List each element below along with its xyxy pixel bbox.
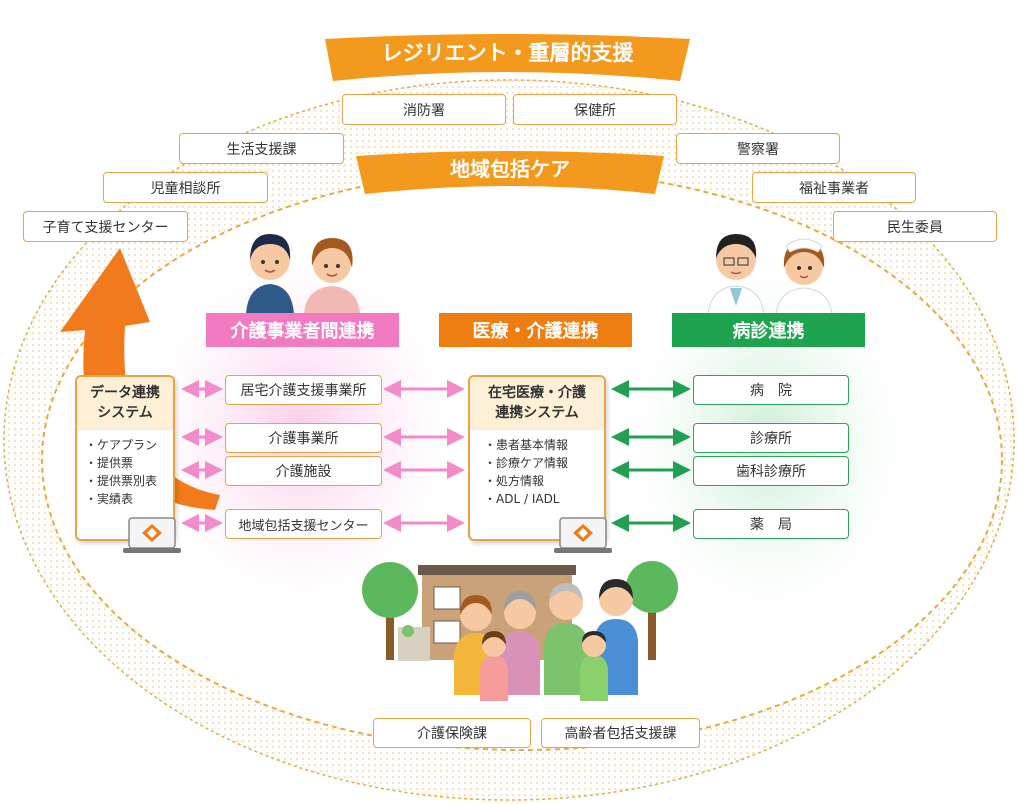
list-item: 提供票別表 — [85, 472, 165, 490]
category-medical-care-collaboration: 医療・介護連携 — [439, 313, 632, 347]
medical-staff-illustration — [707, 234, 833, 316]
medical-clinic: 診療所 — [693, 423, 849, 453]
home-system-title-line2: 連携システム — [495, 405, 579, 421]
service-care-office: 介護事業所 — [225, 423, 382, 453]
resilient-banner-text: レジリエント・重層的支援 — [381, 41, 634, 65]
data-linkage-system-box: データ連携 システム ケアプラン 提供票 提供票別表 実績表 — [75, 375, 175, 541]
data-system-item-list: ケアプラン 提供票 提供票別表 実績表 — [77, 430, 173, 514]
medical-dental-clinic: 歯科診療所 — [693, 456, 849, 486]
list-item: 提供票 — [85, 454, 165, 472]
agency-childcare-center: 子育て支援センター — [23, 211, 188, 242]
list-item: ケアプラン — [85, 436, 165, 454]
family-home-illustration — [362, 561, 678, 701]
agency-police: 警察署 — [676, 133, 840, 164]
agency-fire-station: 消防署 — [342, 94, 506, 125]
agency-livelihood-support: 生活支援課 — [179, 133, 344, 164]
home-system-title-line1: 在宅医療・介護 — [488, 385, 586, 401]
agency-health-center: 保健所 — [513, 94, 677, 125]
service-community-support-center: 地域包括支援センター — [225, 509, 382, 539]
category-hospital-clinic-collaboration: 病診連携 — [672, 313, 865, 347]
community-banner-shape — [356, 151, 664, 194]
agency-care-insurance: 介護保険課 — [373, 718, 531, 748]
category-care-provider-collaboration: 介護事業者間連携 — [206, 313, 399, 347]
agency-child-guidance: 児童相談所 — [103, 172, 268, 203]
service-home-care-support: 居宅介護支援事業所 — [225, 375, 382, 405]
list-item: 患者基本情報 — [484, 436, 596, 454]
list-item: 診療ケア情報 — [484, 454, 596, 472]
medical-pharmacy: 薬 局 — [693, 509, 849, 539]
resilient-banner-shape — [325, 34, 690, 81]
home-system-title: 在宅医療・介護 連携システム — [470, 377, 604, 430]
service-care-facility: 介護施設 — [225, 456, 382, 486]
medical-hospital: 病 院 — [693, 375, 849, 405]
list-item: 実績表 — [85, 490, 165, 508]
data-system-title-line2: システム — [97, 405, 153, 421]
list-item: 処方情報 — [484, 472, 596, 490]
laptop-icon — [554, 517, 612, 553]
community-banner-text: 地域包括ケア — [450, 156, 570, 181]
home-medical-care-system-box: 在宅医療・介護 連携システム 患者基本情報 診療ケア情報 処方情報 ADL / … — [468, 375, 606, 541]
data-linkage-system-title: データ連携 システム — [77, 377, 173, 430]
feedback-arrow — [60, 248, 220, 510]
data-system-title-line1: データ連携 — [90, 385, 160, 401]
care-workers-illustration — [246, 234, 360, 314]
laptop-icon — [123, 517, 181, 553]
home-system-item-list: 患者基本情報 診療ケア情報 処方情報 ADL / IADL — [470, 430, 604, 514]
list-item: ADL / IADL — [484, 490, 596, 508]
agency-welfare-provider: 福祉事業者 — [752, 172, 916, 203]
agency-welfare-commissioner: 民生委員 — [833, 211, 997, 242]
agency-elderly-support: 高齢者包括支援課 — [541, 718, 700, 748]
